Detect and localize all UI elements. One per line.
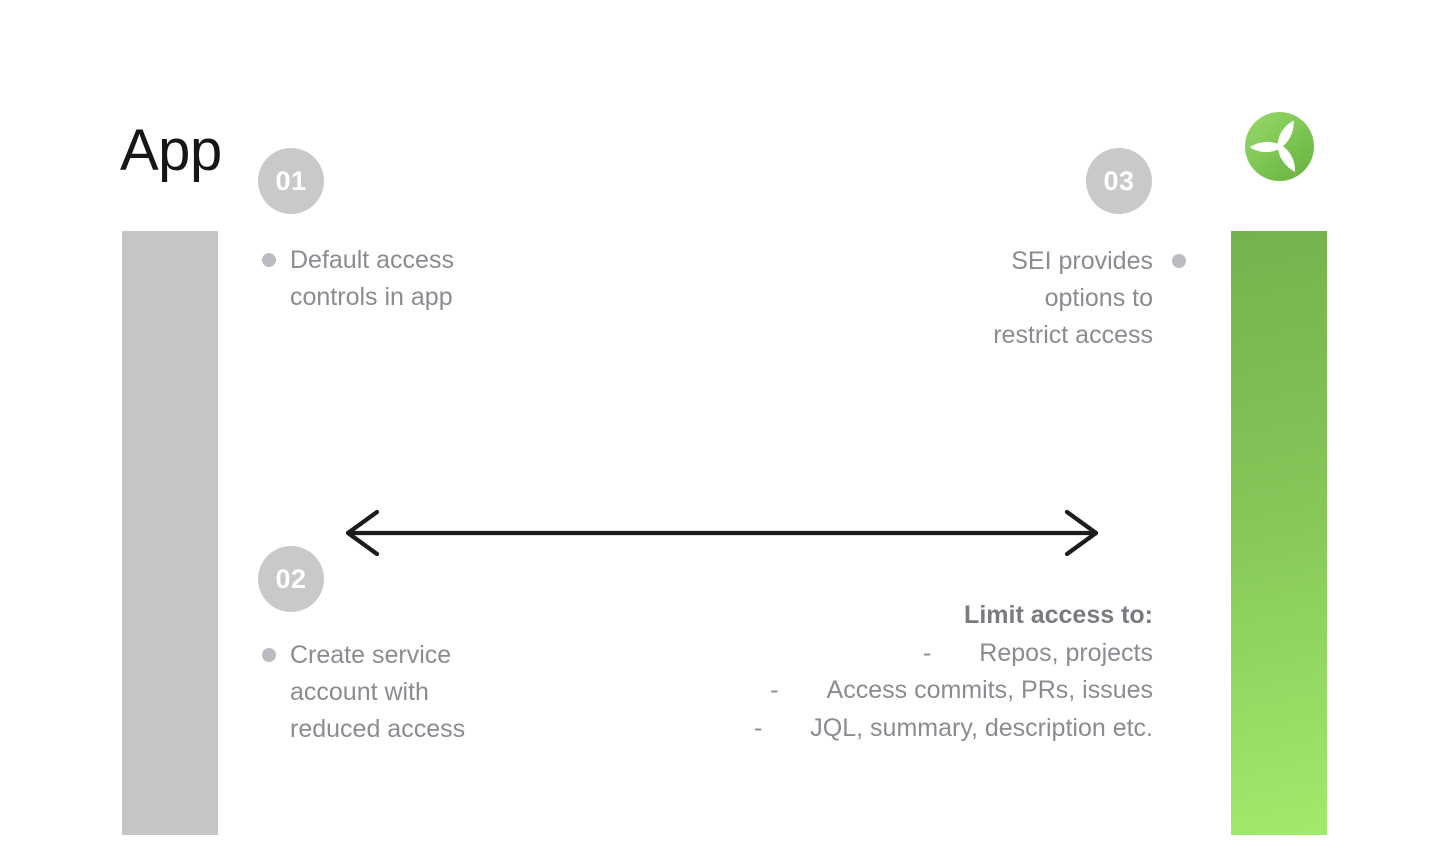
step-badge-03: 03 <box>1086 148 1152 214</box>
note-line: Create service <box>290 641 452 669</box>
note-text: SEI provides options to restrict access <box>993 243 1153 354</box>
step-number: 03 <box>1103 165 1135 196</box>
list-item-text: JQL, summary, description etc. <box>810 713 1153 742</box>
bullet-dot-icon <box>1172 254 1186 268</box>
list-item-text: Repos, projects <box>979 638 1153 667</box>
list-item: - JQL, summary, description etc. <box>754 710 1153 748</box>
note-line: restrict access <box>993 321 1153 349</box>
app-column-bar <box>122 231 218 835</box>
list-item-text: Access commits, PRs, issues <box>826 676 1153 704</box>
note-sei-restrict: SEI provides options to restrict access <box>993 243 1186 354</box>
note-line: account with <box>290 678 429 706</box>
step-number: 01 <box>275 165 307 196</box>
note-line: reduced access <box>290 715 466 743</box>
bullet-dot-icon <box>262 253 276 267</box>
step-number: 02 <box>275 563 307 594</box>
double-arrow-icon <box>345 509 1099 557</box>
step-badge-02: 02 <box>258 546 324 612</box>
note-service-account: Create service account with reduced acce… <box>262 637 465 748</box>
list-item: - Repos, projects <box>754 635 1153 673</box>
page-title: App <box>120 118 222 183</box>
note-text: Create service account with reduced acce… <box>290 637 465 748</box>
note-line: options to <box>1044 284 1153 312</box>
limit-access-heading: Limit access to: <box>964 601 1153 629</box>
list-dash: - <box>922 638 932 667</box>
propeller-icon <box>1249 120 1295 172</box>
note-line: controls in app <box>290 283 453 311</box>
list-dash: - <box>753 713 763 742</box>
note-line: Default access <box>290 246 454 274</box>
sei-column-bar <box>1231 231 1327 835</box>
step-badge-01: 01 <box>258 148 324 214</box>
list-dash: - <box>770 676 779 704</box>
propeller-logo <box>1245 112 1314 181</box>
note-line: SEI provides <box>1011 247 1153 275</box>
list-item: - Access commits, PRs, issues <box>754 672 1153 710</box>
bullet-dot-icon <box>262 648 276 662</box>
note-text: Default access controls in app <box>290 242 454 316</box>
limit-access-list: Limit access to: - Repos, projects - Acc… <box>754 597 1153 747</box>
note-default-access: Default access controls in app <box>262 242 454 316</box>
